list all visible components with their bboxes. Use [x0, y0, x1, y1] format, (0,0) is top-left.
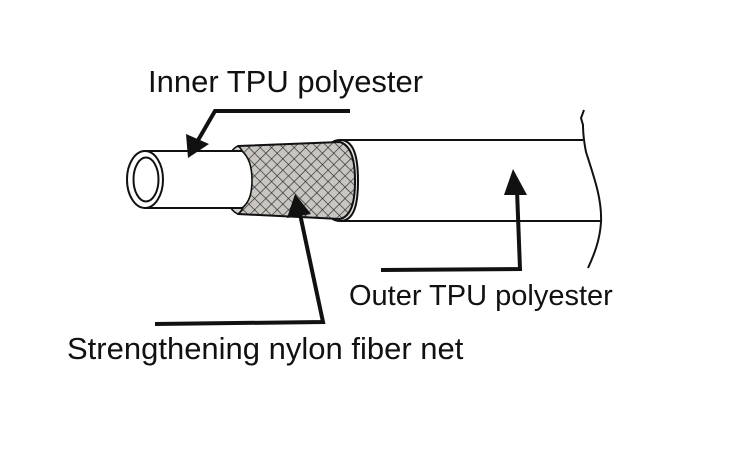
- label-nylon-net: Strengthening nylon fiber net: [67, 331, 464, 366]
- arrowhead-inner: [186, 134, 209, 158]
- arrowhead-outer: [504, 169, 527, 195]
- outer-layer: [324, 109, 603, 269]
- leader-nylon: [154, 194, 326, 326]
- inner-layer: [126, 150, 253, 209]
- break-line: [579, 109, 603, 269]
- arrowhead-nylon: [287, 194, 311, 218]
- outer-layer-body: [340, 140, 601, 222]
- leader-outer: [380, 169, 527, 272]
- inner-layer-junction: [241, 150, 253, 209]
- label-outer-tpu: Outer TPU polyester: [349, 280, 613, 312]
- leader-inner: [186, 109, 350, 158]
- inner-layer-body: [145, 151, 252, 208]
- inner-tube-bore: [132, 156, 160, 203]
- label-inner-tpu: Inner TPU polyester: [148, 64, 424, 99]
